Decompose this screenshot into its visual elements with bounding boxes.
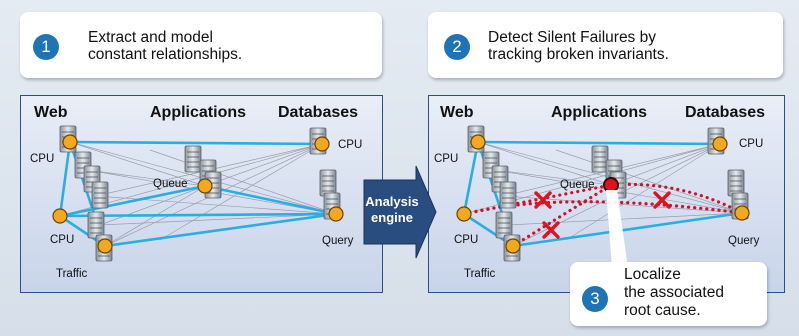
- left-label-query: Query: [322, 235, 354, 247]
- step-2-line-2: tracking broken invariants.: [488, 46, 669, 63]
- right-node-web-cpu: [470, 134, 486, 150]
- left-node-db-cpu: [314, 136, 330, 152]
- left-nodes: [52, 134, 344, 254]
- step-1-callout: 1 Extract and model constant relationshi…: [20, 12, 382, 78]
- right-label-web-cpu: CPU: [434, 153, 459, 165]
- broken-invariant-x-marks: [534, 191, 671, 239]
- step-2-line-1: Detect Silent Failures by: [488, 29, 656, 46]
- step-2-text: Detect Silent Failures by tracking broke…: [488, 29, 669, 63]
- right-node-db-cpu: [712, 136, 728, 152]
- broken-links: [462, 182, 744, 248]
- step-3-callout: 3 Localize the associated root cause.: [570, 262, 767, 326]
- right-node-cpu: [456, 206, 472, 222]
- left-column-applications: Applications: [150, 104, 247, 121]
- right-label-queue: Queue: [560, 179, 595, 191]
- analysis-engine-arrow: [363, 165, 437, 259]
- step-1-line-1: Extract and model: [88, 29, 213, 46]
- left-node-cpu: [52, 208, 68, 224]
- right-label-db-cpu: CPU: [739, 138, 764, 150]
- right-label-traffic: Traffic: [464, 268, 496, 280]
- x-mark-icon: [542, 221, 560, 239]
- step-3-line-1: Localize: [624, 266, 681, 283]
- left-label-cpu: CPU: [50, 234, 75, 246]
- right-column-web: Web: [440, 104, 474, 121]
- step-3-badge: 3: [582, 286, 608, 312]
- engine-line-2: engine: [371, 210, 413, 225]
- left-node-queue: [197, 178, 213, 194]
- right-label-cpu: CPU: [454, 234, 479, 246]
- left-node-web-cpu: [62, 134, 78, 150]
- left-column-web: Web: [34, 104, 68, 121]
- left-label-queue: Queue: [153, 178, 188, 190]
- step-1-text: Extract and model constant relationships…: [88, 29, 242, 63]
- root-cause-node: [603, 177, 619, 193]
- step-3-line-2: the associated: [624, 284, 724, 301]
- step-2-badge: 2: [444, 34, 470, 60]
- left-label-web-cpu: CPU: [30, 153, 55, 165]
- left-label-db-cpu: CPU: [338, 139, 363, 151]
- right-column-applications: Applications: [551, 104, 648, 121]
- left-column-databases: Databases: [278, 104, 359, 121]
- analysis-engine-label: Analysis engine: [362, 194, 422, 226]
- right-label-query: Query: [728, 235, 760, 247]
- step-3-pointer: [606, 190, 628, 268]
- step-1-line-2: constant relationships.: [88, 46, 243, 63]
- right-node-traffic: [505, 238, 521, 254]
- right-nodes: [456, 134, 750, 254]
- step-3-line-3: root cause.: [624, 302, 701, 319]
- step-2-callout: 2 Detect Silent Failures by tracking bro…: [428, 12, 783, 78]
- x-mark-icon: [534, 191, 552, 209]
- engine-line-1: Analysis: [365, 194, 419, 209]
- right-column-databases: Databases: [685, 104, 766, 121]
- step-1-badge: 1: [33, 34, 59, 60]
- step-3-text: Localize the associated root cause.: [624, 266, 724, 320]
- x-mark-icon: [653, 191, 671, 209]
- right-node-query: [734, 205, 750, 221]
- left-node-query: [328, 206, 344, 222]
- left-relationship-lines: [58, 140, 337, 248]
- left-node-traffic: [97, 238, 113, 254]
- left-label-traffic: Traffic: [56, 268, 88, 280]
